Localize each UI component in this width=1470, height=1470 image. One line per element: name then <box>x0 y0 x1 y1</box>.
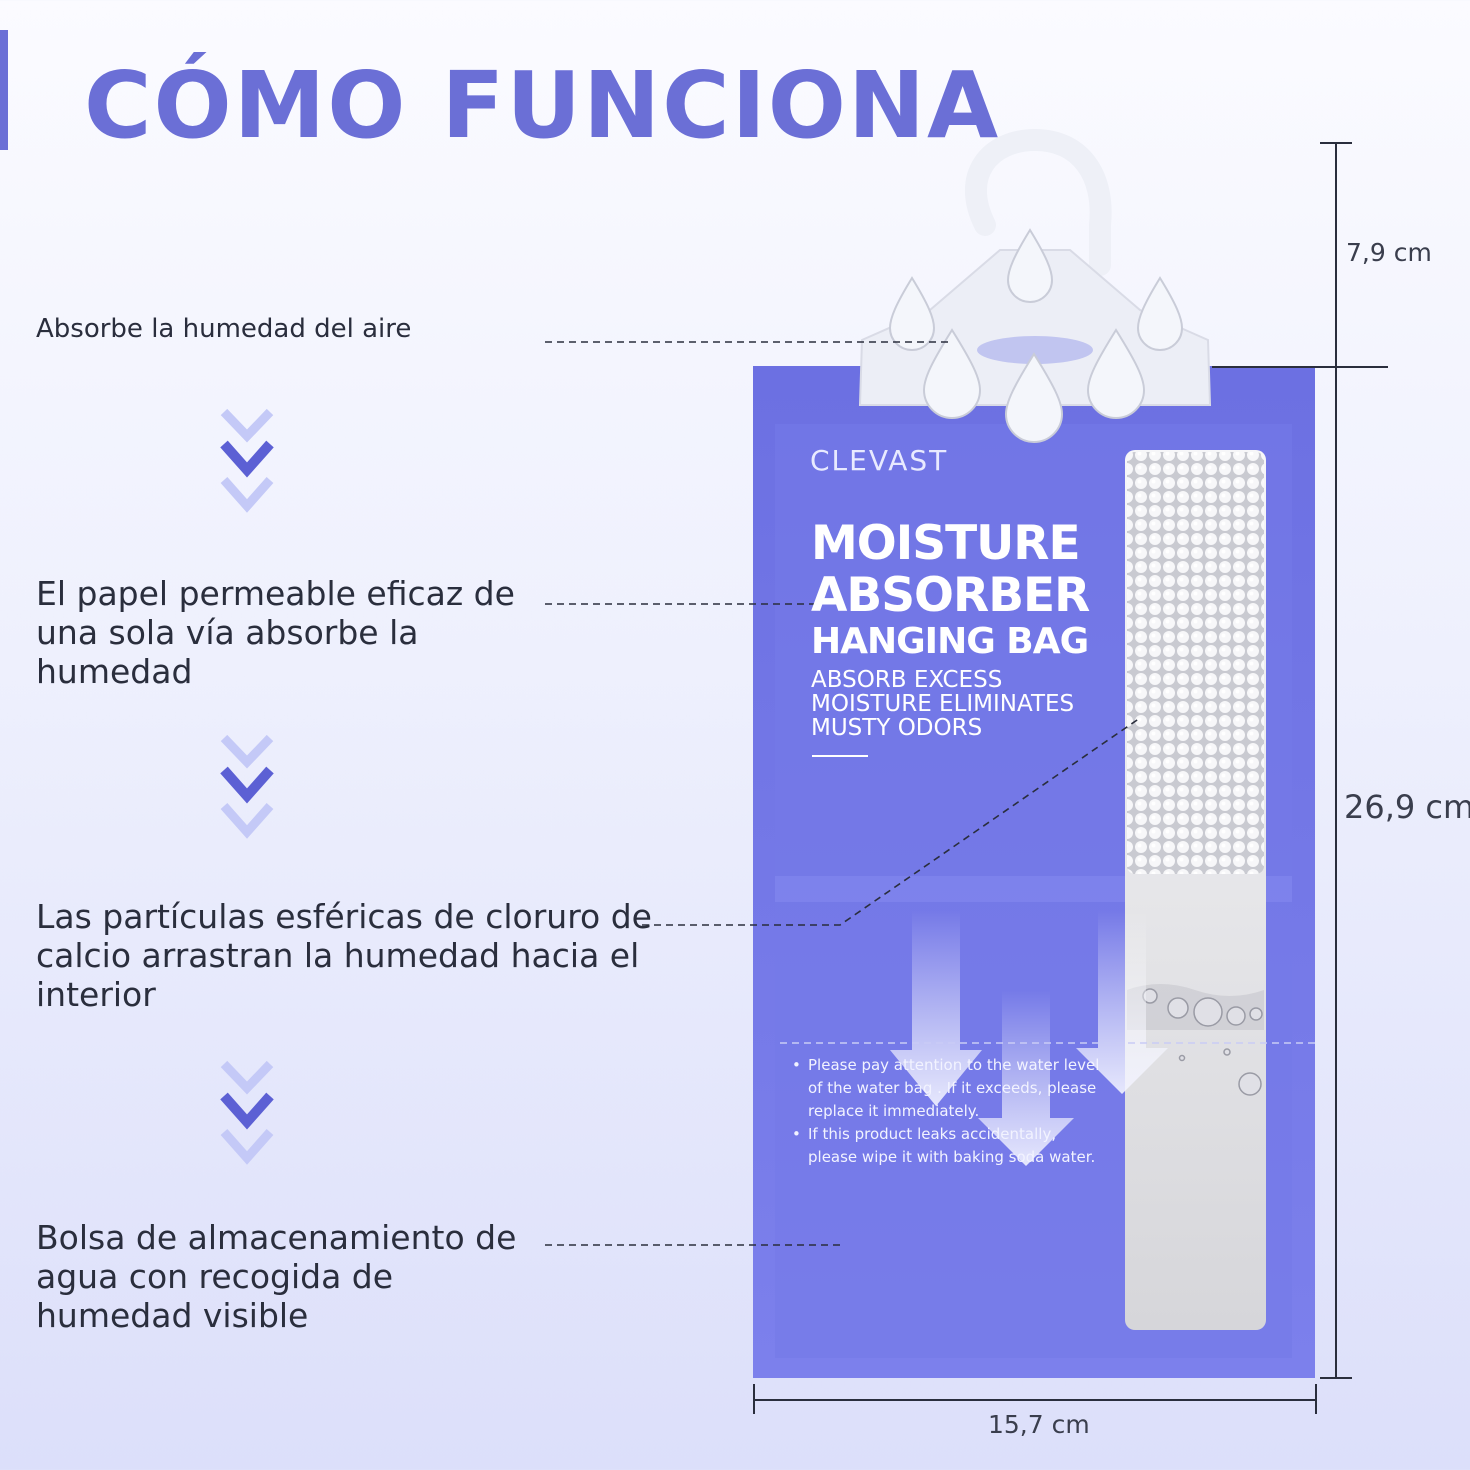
water-drop-icon <box>888 228 1184 443</box>
dimension-lines <box>753 142 1388 1414</box>
headline-line-1: MOISTURE <box>811 516 1081 571</box>
dimension-total-height: 26,9 cm <box>1344 788 1470 826</box>
dimension-hook-height: 7,9 cm <box>1346 238 1432 267</box>
brand-logo: CLEVAST <box>810 444 949 477</box>
page-title: CÓMO FUNCIONA <box>84 52 1001 159</box>
step-calcium-chloride: Las partículas esféricas de cloruro de c… <box>36 897 652 1014</box>
dimension-width: 15,7 cm <box>988 1410 1090 1439</box>
usage-notes: Please pay attention to the water level … <box>792 1054 1102 1169</box>
accent-bar <box>0 30 8 150</box>
product-subtitle: ABSORB EXCESS MOISTURE ELIMINATES MUSTY … <box>811 668 1111 740</box>
subtitle-line-1: ABSORB EXCESS <box>811 667 1003 693</box>
subtitle-line-3: MUSTY ODORS <box>811 715 983 741</box>
water-bubbles <box>1142 988 1263 1096</box>
usage-note: If this product leaks accidentally, plea… <box>792 1123 1102 1169</box>
subtitle-line-2: MOISTURE ELIMINATES <box>811 691 1075 717</box>
product-headline: MOISTURE ABSORBER HANGING BAG <box>811 518 1131 662</box>
leader-lines <box>545 341 1141 1246</box>
usage-note: Please pay attention to the water level … <box>792 1054 1102 1123</box>
chevron-down-icon <box>220 734 274 839</box>
subtitle-underline <box>812 755 868 757</box>
headline-line-2: ABSORBER <box>811 568 1090 623</box>
step-water-storage: Bolsa de almacenamiento de agua con reco… <box>36 1218 517 1335</box>
step-permeable-paper: El papel permeable eficaz de una sola ví… <box>36 574 515 691</box>
headline-line-3: HANGING BAG <box>811 621 1089 662</box>
hook <box>964 128 1112 276</box>
step-absorb-air: Absorbe la humedad del aire <box>36 314 412 344</box>
chevron-down-icon <box>220 408 274 513</box>
chevron-down-icon <box>220 1060 274 1165</box>
hanger-slot <box>977 336 1093 364</box>
calcium-beads <box>1127 452 1264 874</box>
